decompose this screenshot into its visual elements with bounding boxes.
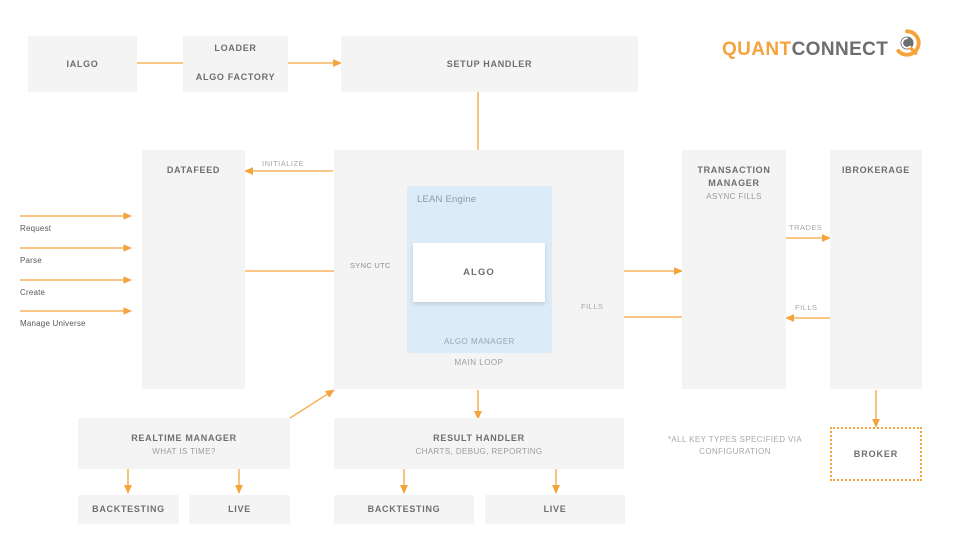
node-setup-handler[interactable]: SETUP HANDLER	[341, 36, 638, 92]
quantconnect-circle-logo-icon	[893, 29, 921, 62]
logo-text-quant: QUANT	[722, 39, 792, 60]
node-result-backtesting[interactable]: BACKTESTING	[334, 495, 474, 524]
node-transaction-manager-subtitle: ASYNC FILLS	[706, 192, 762, 201]
edge-label-initialize: INITIALIZE	[262, 159, 305, 168]
node-result-handler-subtitle: CHARTS, DEBUG, REPORTING	[415, 447, 543, 456]
node-algo[interactable]: ALGO	[413, 243, 545, 302]
edge-label-fills-center: FILLS	[581, 302, 604, 311]
input-label-parse: Parse	[20, 256, 42, 265]
input-label-manage-universe: Manage Universe	[20, 319, 86, 328]
node-ialgo-title: IALGO	[66, 58, 99, 69]
main-loop-label: MAIN LOOP	[454, 358, 504, 367]
node-realtime-live[interactable]: LIVE	[189, 495, 290, 524]
lean-engine-label: LEAN Engine	[417, 194, 477, 205]
configuration-footnote: *ALL KEY TYPES SPECIFIED VIA CONFIGURATI…	[667, 435, 803, 456]
quantconnect-logo: QUANT CONNECT	[722, 29, 921, 62]
node-datafeed-title: DATAFEED	[166, 165, 221, 175]
node-broker-title: BROKER	[853, 449, 899, 459]
node-ibrokerage-title: IBROKERAGE	[841, 165, 910, 175]
node-result-handler[interactable]: RESULT HANDLER CHARTS, DEBUG, REPORTING	[334, 418, 624, 469]
node-algo-factory-title: ALGO FACTORY	[195, 72, 276, 82]
algo-manager-label: ALGO MANAGER	[444, 337, 515, 346]
edge-label-sync-utc: SYNC UTC	[350, 261, 391, 270]
node-loader[interactable]: LOADER ALGO FACTORY	[183, 36, 288, 92]
edge-label-trades: TRADES	[789, 223, 823, 232]
node-result-live[interactable]: LIVE	[485, 495, 625, 524]
node-result-handler-title: RESULT HANDLER	[433, 433, 525, 443]
input-label-create: Create	[20, 288, 46, 297]
node-realtime-backtesting-title: BACKTESTING	[92, 504, 165, 514]
edge-label-fills-brokerage: FILLS	[795, 303, 818, 312]
node-transaction-manager-title: TRANSACTION MANAGER	[697, 165, 771, 188]
node-broker[interactable]: BROKER	[830, 427, 922, 481]
node-loader-title: LOADER	[214, 43, 257, 53]
node-datafeed[interactable]: DATAFEED	[142, 150, 245, 389]
node-transaction-manager[interactable]: TRANSACTION MANAGER ASYNC FILLS	[682, 150, 786, 389]
node-realtime-manager-title: REALTIME MANAGER	[131, 433, 237, 443]
node-algo-title: ALGO	[463, 267, 495, 278]
node-ibrokerage[interactable]: IBROKERAGE	[830, 150, 922, 389]
node-result-live-title: LIVE	[543, 504, 567, 514]
node-realtime-backtesting[interactable]: BACKTESTING	[78, 495, 179, 524]
node-realtime-live-title: LIVE	[228, 504, 251, 514]
node-ialgo[interactable]: IALGO	[28, 36, 137, 92]
node-setup-handler-title: SETUP HANDLER	[446, 58, 533, 69]
logo-text-connect: CONNECT	[791, 39, 889, 60]
input-label-request: Request	[20, 224, 52, 233]
node-realtime-manager-subtitle: WHAT IS TIME?	[152, 447, 216, 456]
node-result-backtesting-title: BACKTESTING	[367, 504, 441, 514]
node-realtime-manager[interactable]: REALTIME MANAGER WHAT IS TIME?	[78, 418, 290, 469]
